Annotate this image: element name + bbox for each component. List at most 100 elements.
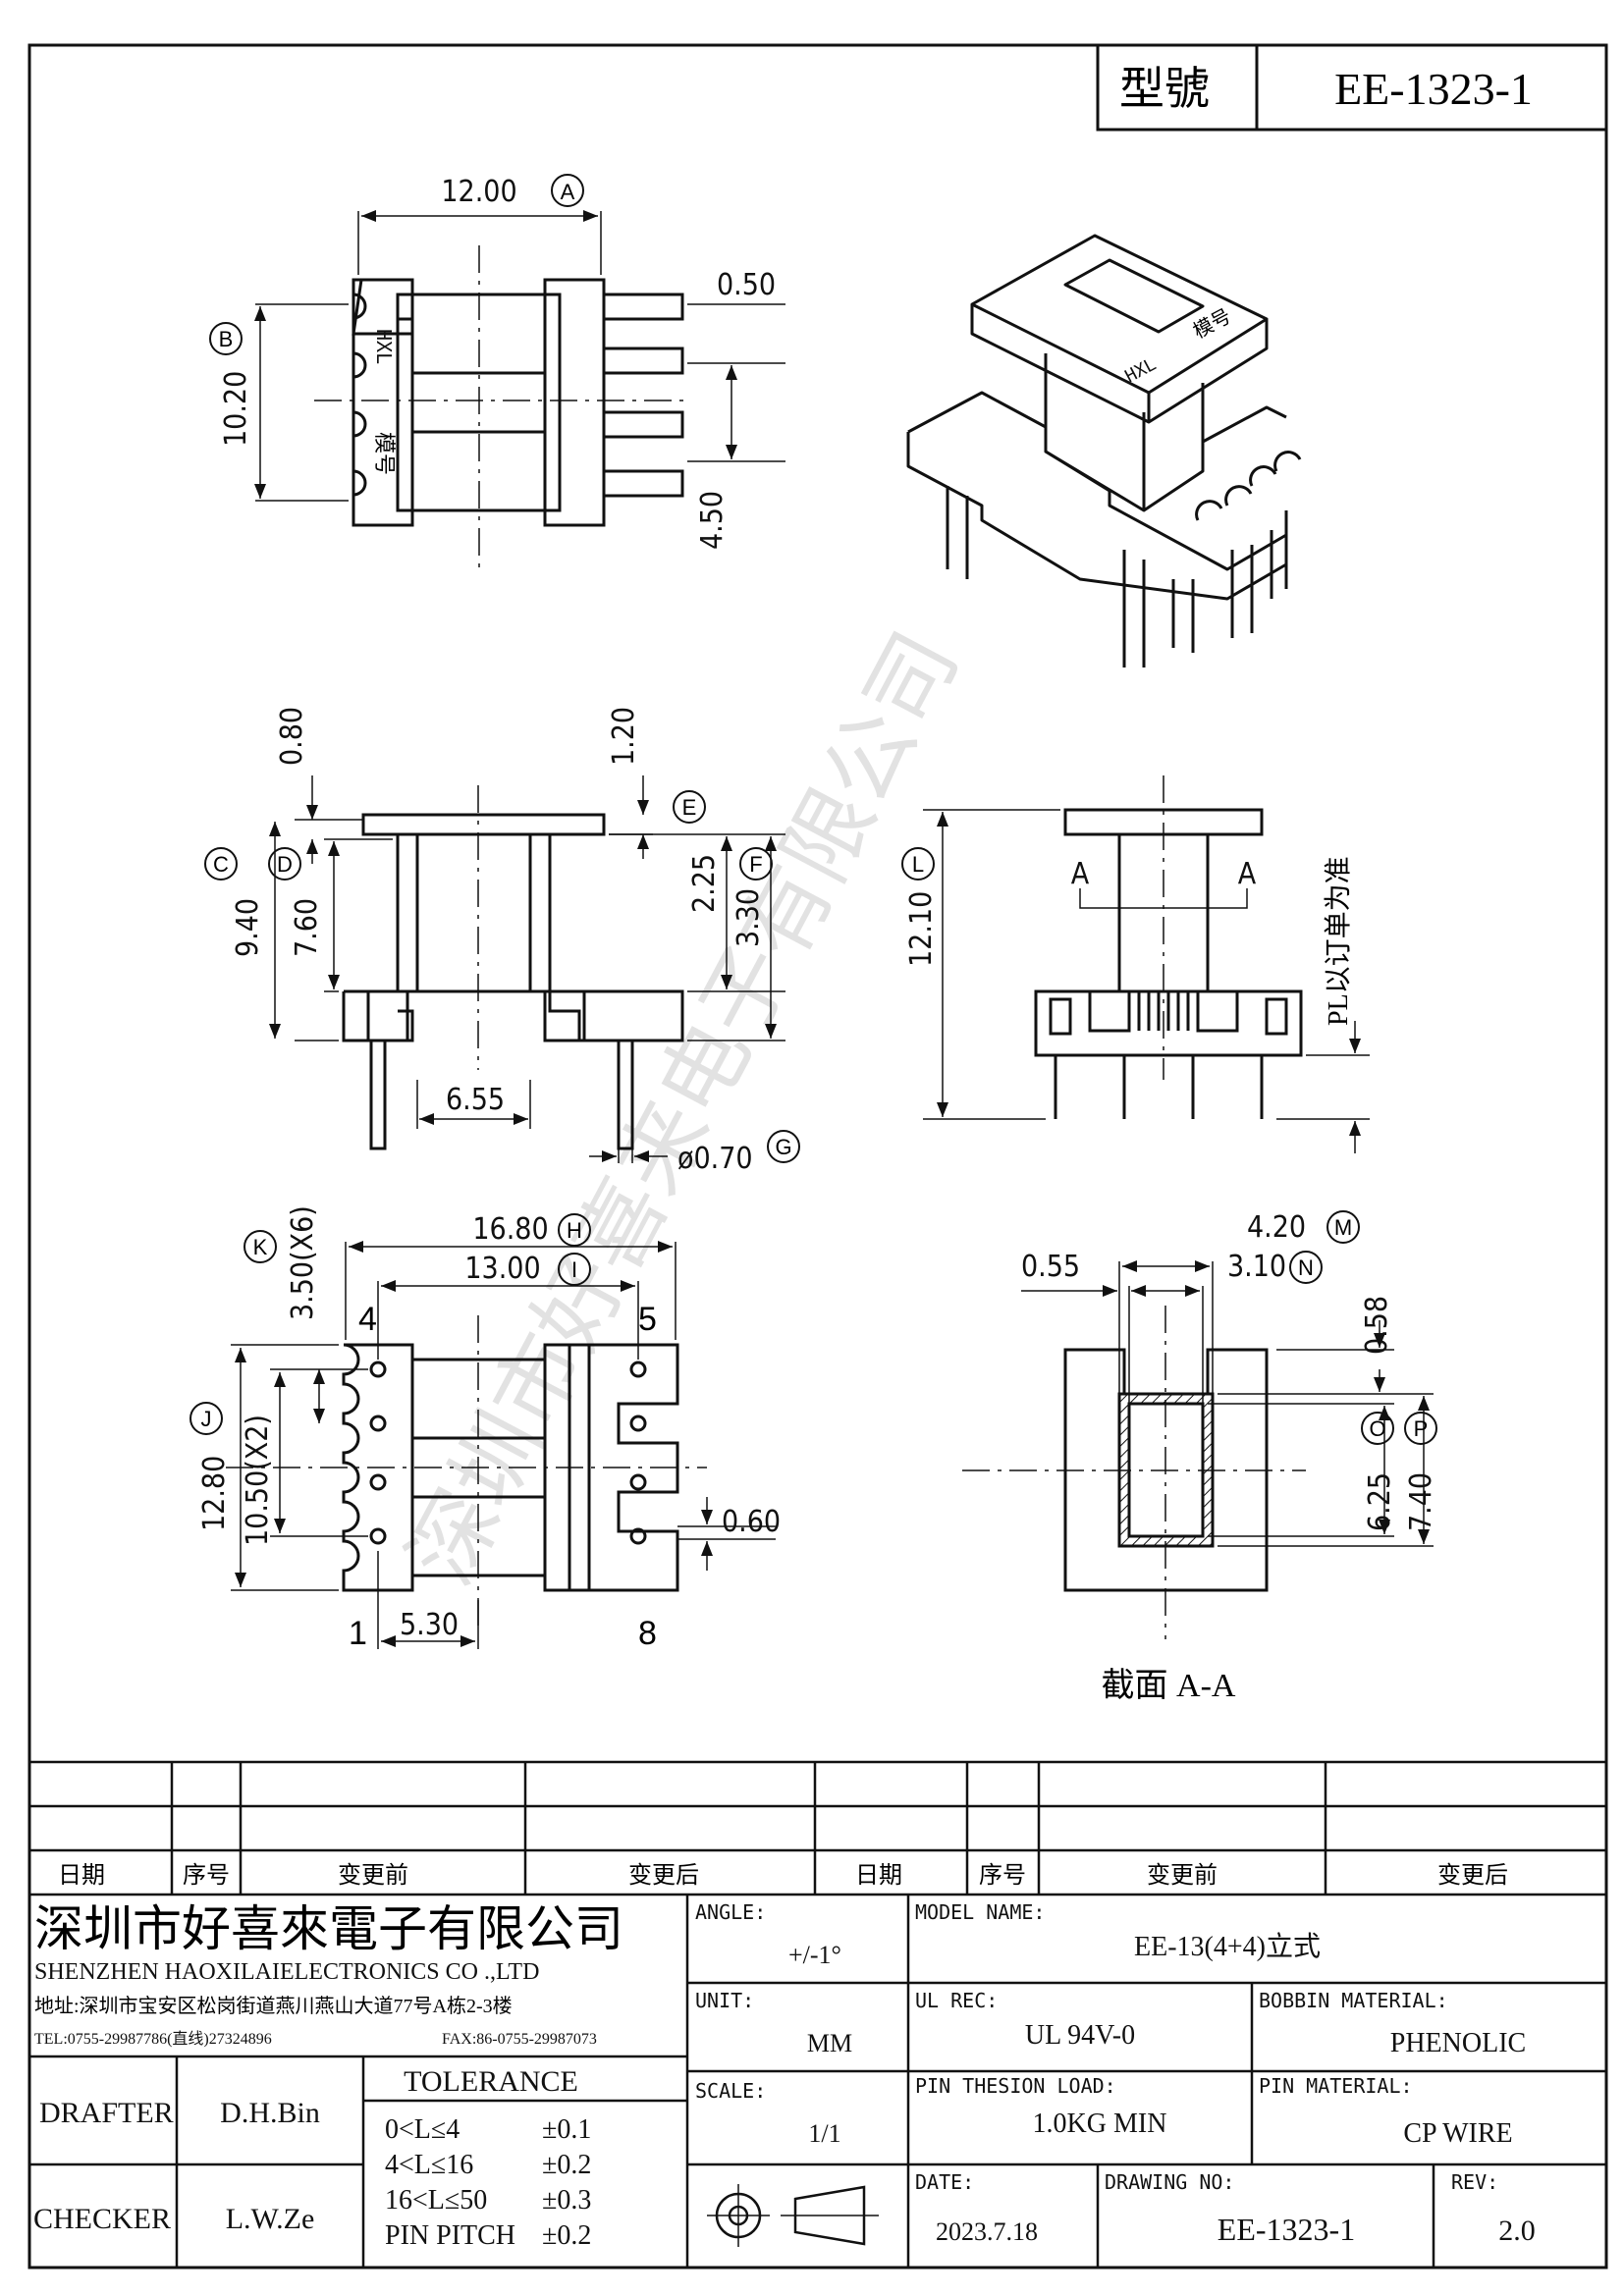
tag-g: G (767, 1130, 800, 1163)
ul-value: UL 94V-0 (1025, 2020, 1135, 2051)
rev-header-before-1: 变更前 (338, 1862, 408, 1889)
tag-k: K (244, 1230, 277, 1263)
dim-section-inner: 3.10 (1227, 1250, 1286, 1284)
tolerance-title: TOLERANCE (404, 2065, 578, 2098)
svg-text:G: G (775, 1135, 791, 1159)
svg-text:F: F (749, 852, 762, 877)
checker-name: L.W.Ze (226, 2203, 315, 2235)
pin-load-label: PIN THESION LOAD: (915, 2074, 1116, 2098)
dim-pin-span: 10.50(X2) (241, 1415, 275, 1546)
svg-text:K: K (253, 1235, 268, 1259)
revision-table (29, 1760, 1606, 1896)
unit-value: MM (807, 2029, 852, 2057)
section-caption: 截面 A-A (1102, 1667, 1236, 1704)
pin-label-5: 5 (638, 1301, 657, 1338)
dim-right-flange: 1.20 (607, 707, 641, 766)
rev-label: REV: (1451, 2170, 1498, 2194)
tag-n: N (1289, 1251, 1323, 1284)
drawing-no-label: DRAWING NO: (1105, 2170, 1234, 2194)
unit-label: UNIT: (695, 1989, 754, 2012)
dim-section-top-wall: 0.58 (1360, 1296, 1394, 1355)
ul-label: UL REC: (915, 1989, 998, 2012)
svg-text:C: C (213, 852, 229, 877)
dim-pitch: 3.50(X6) (286, 1205, 320, 1320)
dim-pin-x: 5.30 (400, 1608, 459, 1642)
tag-f: F (739, 847, 773, 881)
bobbin-material-label: BOBBIN MATERIAL: (1259, 1989, 1448, 2012)
tolerance-val-4: ±0.2 (542, 2220, 591, 2251)
bottom-view (226, 1241, 776, 1649)
drafter-label: DRAFTER (39, 2097, 174, 2129)
rev-header-date-1: 日期 (58, 1863, 105, 1889)
svg-text:D: D (277, 852, 293, 877)
svg-text:O: O (1369, 1416, 1385, 1441)
bobbin-material-value: PHENOLIC (1390, 2028, 1526, 2058)
svg-text:H: H (567, 1218, 582, 1243)
model-value: EE-1323-1 (1334, 64, 1533, 114)
dim-pin-offset: 4.50 (695, 491, 730, 550)
dim-height: 10.20 (219, 371, 253, 447)
rev-header-before-2: 变更前 (1147, 1862, 1218, 1889)
dim-inner-height: 7.60 (290, 898, 324, 957)
svg-text:E: E (682, 795, 697, 820)
drafter-name: D.H.Bin (220, 2097, 320, 2129)
rev-header-seq-2: 序号 (979, 1862, 1026, 1889)
tag-h: H (558, 1213, 591, 1247)
pin-label-8: 8 (638, 1615, 657, 1652)
svg-text:N: N (1298, 1255, 1314, 1280)
tolerance-val-3: ±0.3 (542, 2185, 591, 2216)
pin-material-label: PIN MATERIAL: (1259, 2074, 1413, 2098)
model-header: 型號 EE-1323-1 (1096, 43, 1608, 132)
dim-front-height: 12.10 (904, 891, 939, 967)
tag-a: A (551, 174, 584, 207)
dim-section-inner-height: 6.25 (1363, 1472, 1397, 1531)
date-value: 2023.7.18 (936, 2217, 1038, 2246)
tolerance-range-1: 0<L≤4 (385, 2114, 460, 2145)
tolerance-range-3: 16<L≤50 (385, 2185, 487, 2216)
dim-outer-width: 16.80 (472, 1212, 548, 1247)
pin-load-value: 1.0KG MIN (1033, 2109, 1167, 2139)
company-name-cn: 深圳市好喜來電子有限公司 (34, 1901, 623, 1956)
svg-text:J: J (201, 1407, 212, 1431)
top-view (254, 210, 785, 569)
tolerance-range-2: 4<L≤16 (385, 2150, 473, 2180)
model-name-value: EE-13(4+4)立式 (1134, 1931, 1321, 1962)
dim-base-height: 3.30 (731, 888, 766, 947)
tolerance-val-1: ±0.1 (542, 2114, 591, 2145)
company-fax: FAX:86-0755-29987073 (442, 2031, 597, 2048)
model-name-label: MODEL NAME: (915, 1900, 1045, 1924)
model-label: 型號 (1119, 64, 1210, 114)
tolerance-range-4: PIN PITCH (385, 2220, 515, 2251)
dim-section-wall: 0.55 (1021, 1250, 1080, 1284)
rev-header-after-1: 变更后 (628, 1862, 699, 1889)
company-name-en: SHENZHEN HAOXILAIELECTRONICS CO .,LTD (34, 1959, 539, 1985)
company-address: 地址:深圳市宝安区松岗街道燕川燕山大道77号A栋2-3楼 (34, 1995, 513, 2017)
mark-hxl: HXL (372, 329, 396, 364)
dim-outer-height: 12.80 (197, 1456, 232, 1531)
tolerance-val-2: ±0.2 (542, 2150, 591, 2180)
dim-section-outer: 4.20 (1247, 1210, 1306, 1245)
dim-section-outer-height: 7.40 (1404, 1472, 1438, 1531)
dim-slot: 0.60 (722, 1505, 781, 1539)
section-marker-right: A (1238, 857, 1257, 891)
projection-symbol-icon (707, 2184, 879, 2247)
tag-p: P (1404, 1412, 1437, 1445)
svg-text:L: L (912, 852, 924, 877)
dim-top-flange: 0.80 (275, 707, 309, 766)
rev-header-after-2: 变更后 (1437, 1862, 1508, 1889)
dim-pin-diameter: ø0.70 (677, 1142, 753, 1176)
side-view (269, 775, 785, 1163)
rev-header-date-2: 日期 (855, 1863, 902, 1889)
section-view (962, 1260, 1434, 1639)
dim-core-width: 6.55 (446, 1083, 505, 1117)
tag-b: B (209, 322, 243, 355)
dim-step-height: 2.25 (687, 854, 722, 913)
svg-text:A: A (561, 180, 575, 204)
front-view (923, 775, 1370, 1153)
tag-o: O (1361, 1412, 1394, 1445)
angle-value: +/-1° (788, 1941, 841, 1969)
title-block-grid (29, 1895, 1606, 2268)
dim-total-height: 9.40 (231, 898, 265, 957)
scale-value: 1/1 (808, 2119, 840, 2148)
